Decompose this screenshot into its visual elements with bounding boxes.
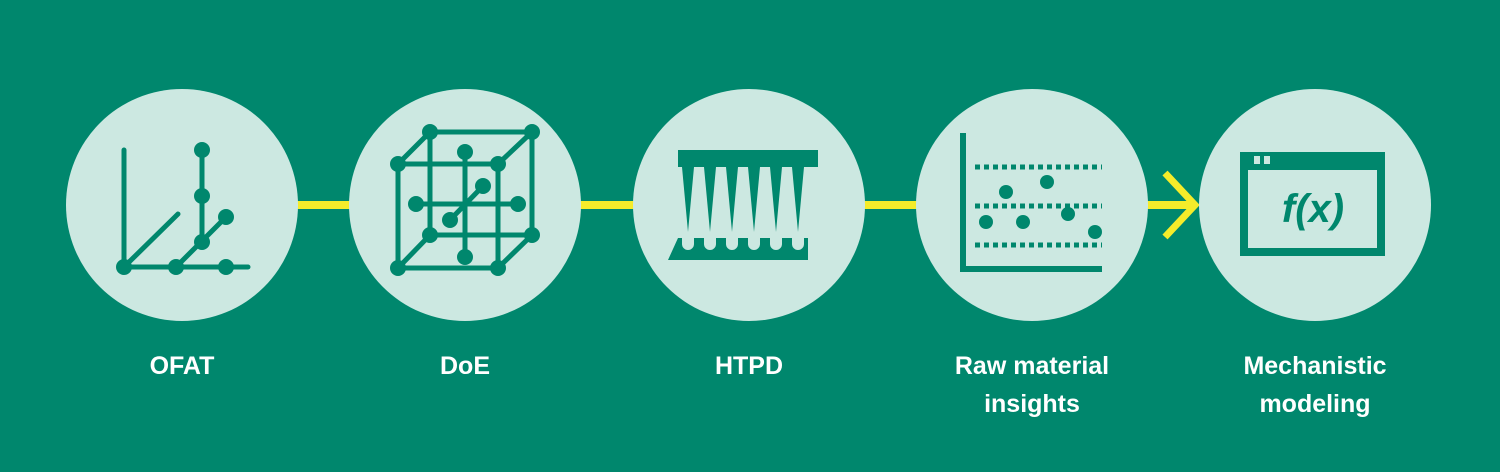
step-circle-htpd <box>633 89 865 321</box>
pipette-plate-icon <box>668 150 818 260</box>
step-label-doe: DoE <box>440 352 490 380</box>
function-window-icon: f(x) <box>1240 152 1385 256</box>
scatter-plot-icon <box>960 133 1102 272</box>
arrow-head-icon <box>1162 170 1200 240</box>
function-text: f(x) <box>1282 187 1344 231</box>
step-circle-ofat <box>66 89 298 321</box>
step-label-raw-material-line2: insights <box>984 390 1080 418</box>
connectors <box>290 170 1200 240</box>
doe-cube-icon <box>390 124 540 276</box>
step-label-raw-material-line1: Raw material <box>955 352 1109 380</box>
step-label-mechanistic-line2: modeling <box>1259 390 1370 418</box>
step-label-htpd: HTPD <box>715 352 783 380</box>
step-label-mechanistic-line1: Mechanistic <box>1243 352 1386 380</box>
step-label-ofat: OFAT <box>150 352 215 380</box>
ofat-axes-icon <box>116 142 251 275</box>
